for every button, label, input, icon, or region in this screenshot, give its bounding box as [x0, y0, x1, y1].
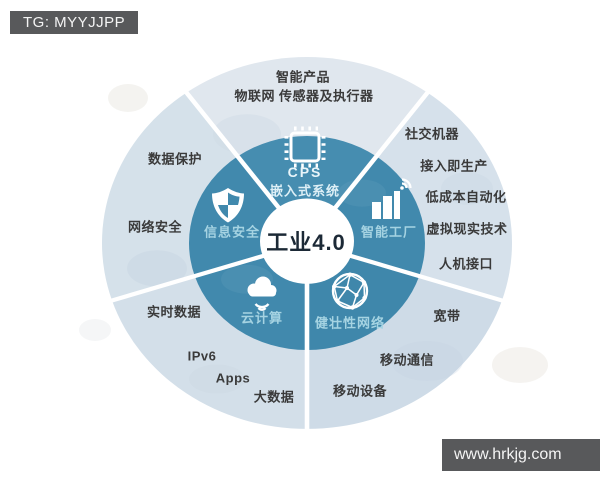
wedge-label-embedded-systems: 嵌入式系统: [269, 183, 341, 199]
watermark-pattern-inner: [127, 114, 493, 394]
chip-icon: [284, 126, 326, 168]
wheel-group: [101, 57, 513, 432]
watermark-pattern: [79, 84, 548, 383]
wedge-label-robust-network: 健壮性网络: [314, 315, 386, 331]
network-globe-icon: [331, 272, 369, 310]
outer-label-big-data: 大数据: [253, 389, 295, 405]
outer-label-iot-sensors-actuators: 物联网 传感器及执行器: [234, 88, 374, 104]
outer-label-ipv6: IPv6: [187, 348, 217, 364]
outer-label-human-machine-interface: 人机接口: [438, 256, 494, 272]
shield-icon: [212, 188, 244, 223]
outer-label-data-protection: 数据保护: [147, 151, 203, 167]
watermark-text-url: www.hrkjg.com: [454, 446, 562, 463]
watermark-banner-top-left: TG: MYYJJPP: [10, 11, 139, 34]
outer-label-virtual-reality-tech: 虚拟现实技术: [426, 221, 508, 237]
center-hub: [260, 198, 354, 284]
wedge-label-info-security: 信息安全: [203, 224, 261, 240]
outer-label-mobile-devices: 移动设备: [332, 383, 388, 399]
outer-label-broadband: 宽带: [433, 308, 461, 324]
wedge-cps: [237, 135, 377, 243]
wedge-label-cloud-computing: 云计算: [240, 310, 284, 326]
center-title: 工业4.0: [266, 230, 346, 255]
watermark-text-tg: TG: MYYJJPP: [23, 14, 126, 31]
factory-icon: [372, 178, 412, 219]
outer-label-plug-and-produce: 接入即生产: [420, 158, 488, 174]
outer-label-apps: Apps: [215, 370, 251, 386]
wedge-label-cps: CPS: [287, 164, 323, 180]
outer-label-smart-products: 智能产品: [275, 69, 331, 85]
cloud-icon: [247, 276, 277, 311]
outer-label-social-machines: 社交机器: [404, 126, 460, 142]
wedge-label-smart-factory: 智能工厂: [360, 224, 418, 240]
watermark-banner-bottom-right: www.hrkjg.com: [442, 439, 600, 471]
outer-label-network-security: 网络安全: [127, 219, 183, 235]
outer-label-low-cost-automation: 低成本自动化: [425, 189, 507, 205]
outer-label-mobile-communication: 移动通信: [379, 352, 435, 368]
outer-label-realtime-data: 实时数据: [146, 304, 202, 320]
